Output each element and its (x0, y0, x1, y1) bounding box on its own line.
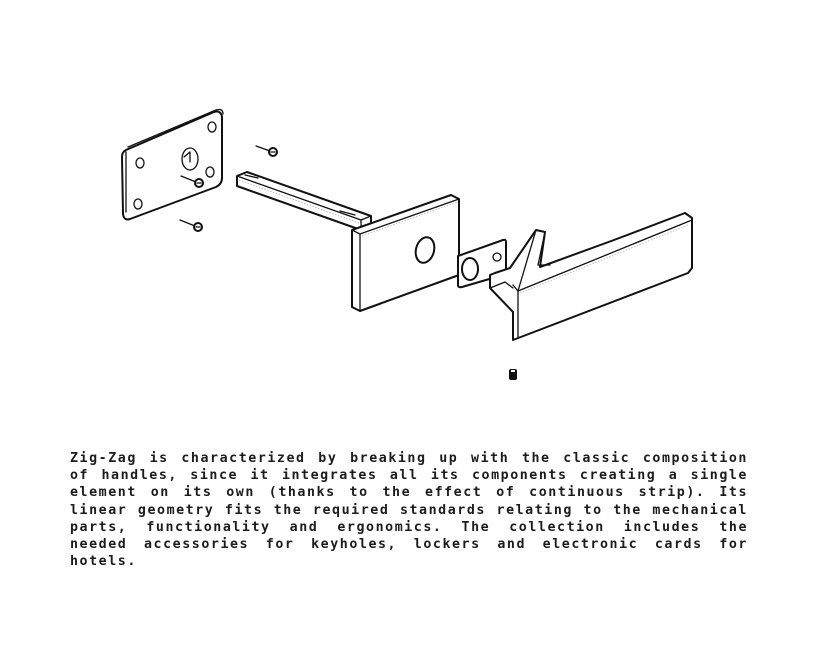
mounting-screw-top (255, 145, 278, 157)
mounting-screw-middle (180, 175, 204, 188)
zig-zag-lever-handle (489, 212, 693, 341)
rectangular-rosette-cover (351, 194, 460, 312)
exploded-handle-diagram (121, 108, 693, 380)
square-spindle (236, 171, 372, 231)
product-description: Zig-Zag is characterized by breaking up … (70, 451, 748, 570)
grub-screw (509, 369, 517, 380)
mounting-screw-bottom (179, 219, 203, 232)
rosette-back-plate (121, 108, 224, 221)
